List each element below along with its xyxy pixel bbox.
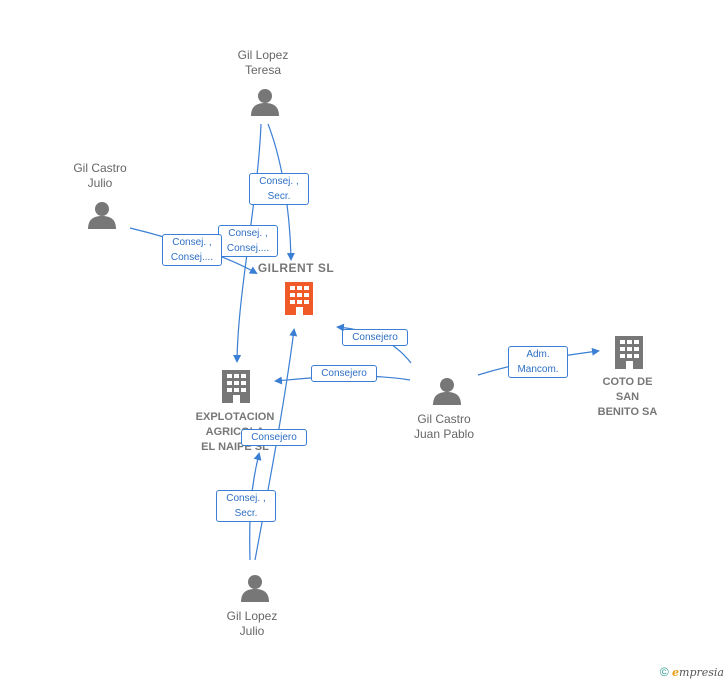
- company-name-gilrent[interactable]: GILRENT SL: [257, 261, 335, 275]
- person-icon[interactable]: [241, 575, 269, 602]
- edge-label-juanpablo-explotacion[interactable]: Consejero: [311, 365, 377, 382]
- person-name-gil-castro-julio[interactable]: Gil Castro Julio: [73, 161, 127, 190]
- person-name-gil-lopez-julio[interactable]: Gil Lopez Julio: [226, 609, 278, 638]
- edge-label-juanpablo-coto[interactable]: Adm. Mancom.: [508, 346, 568, 378]
- edge-label-teresa-gilrent[interactable]: Consej. , Secr.: [249, 173, 309, 205]
- building-icon-coto[interactable]: [615, 336, 643, 369]
- edge-label-juliolopez-gilrent[interactable]: Consejero: [241, 429, 307, 446]
- brand-name: empresia: [672, 666, 724, 679]
- person-icon[interactable]: [88, 202, 116, 229]
- copyright-icon: ©: [659, 665, 669, 679]
- edge-label-juliocastro-gilrent[interactable]: Consej. , Consej....: [162, 234, 222, 266]
- person-name-gil-castro-juan-pablo[interactable]: Gil Castro Juan Pablo: [413, 412, 475, 441]
- building-icon-gilrent[interactable]: [285, 282, 313, 315]
- edge-label-juanpablo-gilrent[interactable]: Consejero: [342, 329, 408, 346]
- edge-label-teresa-explotacion[interactable]: Consej. , Consej....: [218, 225, 278, 257]
- edge-label-juliolopez-explotacion[interactable]: Consej. , Secr.: [216, 490, 276, 522]
- person-icon[interactable]: [433, 378, 461, 405]
- building-icon-explotacion[interactable]: [222, 370, 250, 403]
- person-name-gil-lopez-teresa[interactable]: Gil Lopez Teresa: [237, 48, 289, 77]
- person-icon[interactable]: [251, 89, 279, 116]
- empresia-logo: © empresia: [660, 665, 724, 679]
- company-name-coto[interactable]: COTO DE SAN BENITO SA: [597, 376, 658, 418]
